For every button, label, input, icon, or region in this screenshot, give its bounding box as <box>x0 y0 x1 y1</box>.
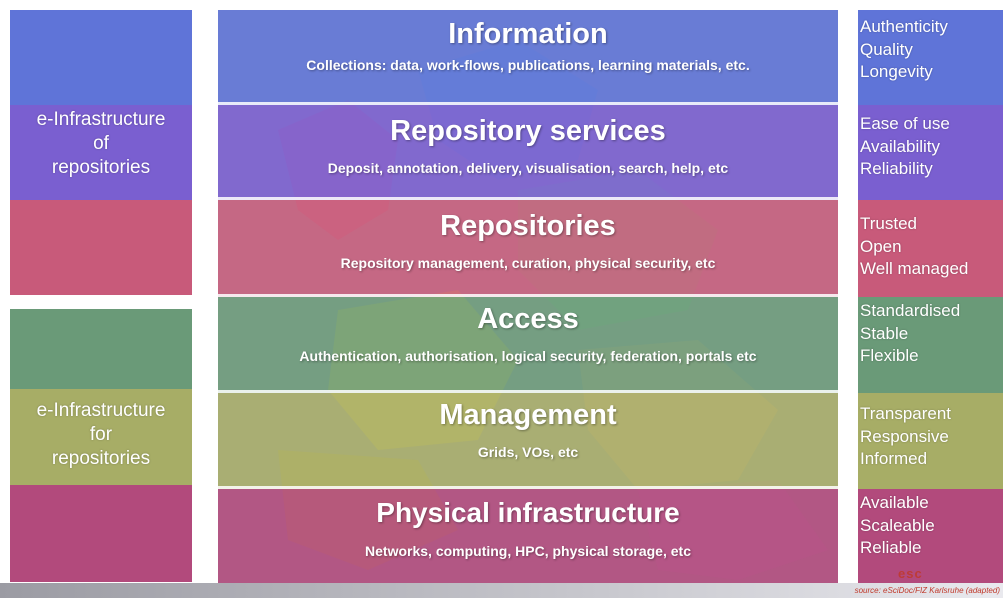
left-band-physical <box>10 485 192 582</box>
layer-management: Management Grids, VOs, etc <box>218 393 838 489</box>
left-group-for: e-Infrastructure for repositories <box>10 309 192 582</box>
left-band-access <box>10 309 192 389</box>
layer-repository-services: Repository services Deposit, annotation,… <box>218 105 838 200</box>
layer-subtitle-repository-services: Deposit, annotation, delivery, visualisa… <box>327 160 729 176</box>
bottom-bar <box>0 583 1003 598</box>
left-band-management <box>10 389 192 485</box>
layer-stack: Information Collections: data, work-flow… <box>218 10 838 583</box>
layer-title-repository-services: Repository services <box>390 115 666 147</box>
escidoc-logo: esc <box>898 566 923 581</box>
qualities-management: Transparent Responsive Informed <box>858 393 1003 489</box>
layer-repositories: Repositories Repository management, cura… <box>218 200 838 297</box>
qualities-physical-infrastructure: Available Scaleable Reliable <box>858 489 1003 583</box>
qualities-access: Standardised Stable Flexible <box>858 297 1003 393</box>
layer-subtitle-information: Collections: data, work-flows, publicati… <box>306 57 750 73</box>
qualities-repositories: Trusted Open Well managed <box>858 200 1003 297</box>
left-band-repositories <box>10 200 192 295</box>
layer-physical-infrastructure: Physical infrastructure Networks, comput… <box>218 489 838 583</box>
left-band-information <box>10 10 192 105</box>
layer-subtitle-access: Authentication, authorisation, logical s… <box>299 348 757 364</box>
layer-title-physical-infrastructure: Physical infrastructure <box>376 497 680 528</box>
layer-subtitle-repositories: Repository management, curation, physica… <box>340 255 716 271</box>
left-band-services <box>10 105 192 200</box>
layer-title-information: Information <box>448 18 608 50</box>
qualities-column: Authenticity Quality Longevity Ease of u… <box>858 10 1003 583</box>
layer-title-access: Access <box>477 303 579 335</box>
source-credit: source: eSciDoc/FIZ Karlsruhe (adapted) <box>854 586 1000 595</box>
left-label-for: e-Infrastructure for repositories <box>36 400 166 469</box>
qualities-repository-services: Ease of use Availability Reliability <box>858 105 1003 200</box>
layer-title-management: Management <box>439 399 617 431</box>
qualities-information: Authenticity Quality Longevity <box>858 10 1003 105</box>
layer-access: Access Authentication, authorisation, lo… <box>218 297 838 393</box>
layer-subtitle-management: Grids, VOs, etc <box>477 444 579 460</box>
layer-title-repositories: Repositories <box>440 210 616 242</box>
layer-information: Information Collections: data, work-flow… <box>218 10 838 105</box>
left-label-of: e-Infrastructure of repositories <box>36 109 166 178</box>
layer-subtitle-physical-infrastructure: Networks, computing, HPC, physical stora… <box>365 543 691 559</box>
left-group-of: e-Infrastructure of repositories <box>10 10 192 295</box>
